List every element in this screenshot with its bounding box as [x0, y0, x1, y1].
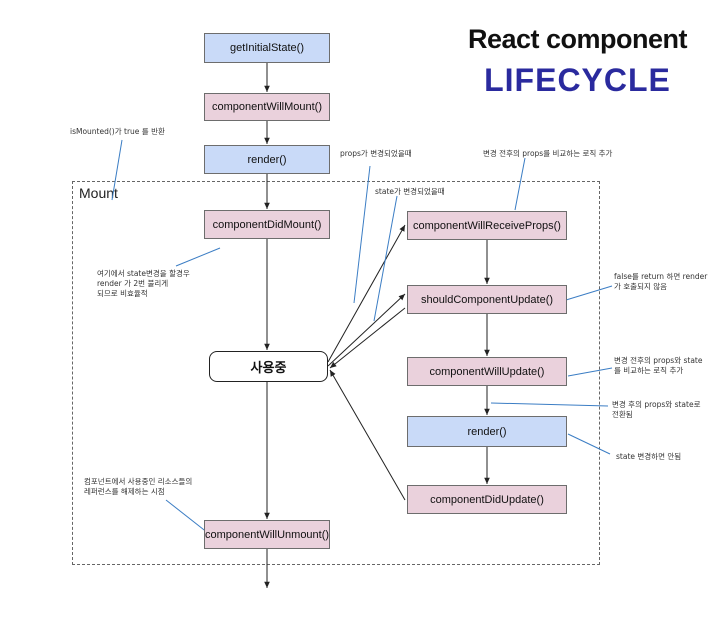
arrow-shouldupdate-false-to-inuse: [329, 307, 406, 369]
note-state-changed: state가 변경되었을때: [375, 187, 445, 196]
note-willunmount: 컴포넌트에서 사용중인 리소스들의 레퍼런스를 해제하는 시점: [84, 477, 192, 497]
note-shouldupdate: false를 return 하면 render 가 호출되지 않음: [614, 272, 707, 292]
node-componentdidupdate: componentDidUpdate(): [407, 485, 567, 514]
node-getinitialstate: getInitialState(): [204, 33, 330, 63]
node-componentdidmount: componentDidMount(): [204, 210, 330, 239]
pointer-didmount: [175, 247, 221, 267]
note-after-update: 변경 후의 props와 state로 전환됨: [612, 400, 701, 420]
node-componentwillmount: componentWillMount(): [204, 93, 330, 121]
note-after-update-line1: 변경 후의 props와 state로: [612, 400, 701, 409]
pointer-props-changed: [353, 165, 371, 304]
note-willunmount-line1: 컴포넌트에서 사용중인 리소스들의: [84, 477, 193, 486]
node-componentwillreceiveprops: componentWillReceiveProps(): [407, 211, 567, 240]
pointer-compare-props: [514, 157, 526, 211]
note-didmount: 여기에서 state변경을 할경우 render 가 2번 불리게 되므로 비효…: [97, 269, 190, 299]
node-componentwillupdate: componentWillUpdate(): [407, 357, 567, 386]
note-didmount-line2: render 가 2번 불리게: [97, 279, 169, 288]
note-props-changed: props가 변경되었을때: [340, 149, 412, 158]
arrow-inuse-to-receiveprops: [327, 224, 406, 363]
pointer-state-changed: [373, 195, 398, 322]
note-ismounted: isMounted()가 true 를 반환: [70, 127, 165, 136]
arrow-inuse-to-shouldupdate: [327, 293, 406, 367]
note-willupdate: 변경 전후의 props와 state 를 비교하는 로직 추가: [614, 356, 703, 376]
note-willupdate-line1: 변경 전후의 props와 state: [614, 356, 703, 365]
pointer-after-update: [490, 402, 609, 407]
title-react-component: React component: [467, 24, 688, 54]
note-shouldupdate-line2: 가 호출되지 않음: [614, 282, 668, 291]
note-shouldupdate-line1: false를 return 하면 render: [614, 272, 708, 281]
note-willunmount-line2: 레퍼런스를 해제하는 시점: [84, 487, 165, 496]
pointer-ismounted: [111, 139, 123, 201]
node-in-use: 사용중: [209, 351, 328, 382]
pointer-render-update: [567, 433, 611, 455]
pointer-willupdate: [567, 367, 613, 377]
note-compare-props: 변경 전후의 props를 비교하는 로직 추가: [483, 149, 613, 158]
note-didmount-line1: 여기에서 state변경을 할경우: [97, 269, 190, 278]
note-after-update-line2: 전환됨: [612, 410, 633, 419]
note-render-update: state 변경하면 안됨: [616, 452, 682, 461]
node-shouldcomponentupdate: shouldComponentUpdate(): [407, 285, 567, 314]
mount-region: [72, 181, 600, 565]
node-render-initial: render(): [204, 145, 330, 174]
node-componentwillunmount: componentWillUnmount(): [204, 520, 330, 549]
mount-label: Mount: [79, 185, 118, 201]
note-didmount-line3: 되므로 비효율적: [97, 289, 148, 298]
pointer-willunmount: [165, 499, 209, 534]
pointer-shouldupdate: [565, 285, 613, 301]
note-willupdate-line2: 를 비교하는 로직 추가: [614, 366, 684, 375]
node-render-update: render(): [407, 416, 567, 447]
arrow-didupdate-to-inuse: [329, 369, 406, 501]
title-lifecycle: LIFECYCLE: [484, 62, 671, 98]
